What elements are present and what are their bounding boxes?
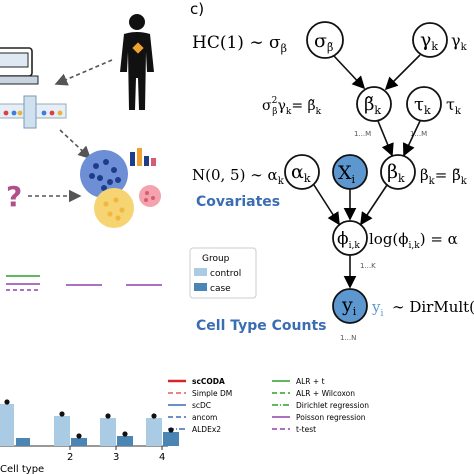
method-legend-label-1-4: t-test	[296, 425, 316, 434]
question-mark: ?	[6, 180, 22, 213]
method-legend-label-1-1: ALR + Wilcoxon	[296, 389, 355, 398]
edge-beta-tilde-to-beta	[377, 120, 394, 157]
group-case-label: case	[210, 284, 231, 294]
bar-case-4	[163, 432, 179, 446]
bar-dot-control-2	[59, 411, 65, 417]
edge-sigma-to-beta-tilde	[333, 55, 366, 90]
cell-type-bar-chart: 2 3 4	[0, 399, 179, 463]
method-legend-label-1-2: Dirichlet regression	[296, 401, 369, 410]
dashed-arrow-strip-to-clusters	[59, 129, 92, 160]
edge-alpha-to-phi	[313, 184, 340, 226]
droplet-strip-icon	[0, 95, 67, 129]
node-beta-tilde-label: β̃k	[364, 94, 381, 117]
method-legend-label-0-0: scCODA	[192, 377, 225, 386]
method-legend-label-0-3: ancom	[192, 413, 217, 422]
group-legend-title: Group	[202, 254, 230, 264]
method-legend-label-0-4: ALDEx2	[192, 425, 221, 434]
phi-formula: log(ϕi,k) = α	[369, 230, 458, 251]
y-formula-var: yi	[371, 298, 383, 319]
bar-case-3	[117, 436, 133, 446]
node-phi-label: ϕi,k	[337, 229, 360, 251]
sequencer-icon	[0, 47, 39, 85]
node-x-label: Xi	[338, 162, 356, 186]
panel-label-c: c)	[190, 0, 204, 18]
node-alpha-label: αk	[291, 161, 311, 185]
bar-control-2	[54, 416, 70, 446]
bar-case-2	[71, 438, 87, 446]
group-control-swatch	[194, 268, 207, 276]
y-distribution-formula: ∼ DirMult(	[392, 298, 474, 316]
plate-1m-b: 1...M	[410, 130, 427, 138]
method-lines-fragment	[6, 275, 162, 291]
bar-dot-control-3	[105, 413, 111, 419]
bar-control-4	[146, 418, 162, 446]
node-gamma	[412, 22, 448, 58]
node-y-counts	[332, 288, 368, 324]
person-icon	[120, 14, 154, 110]
plate-1m-a: 1...M	[354, 130, 371, 138]
method-legend-label-1-3: Poisson regression	[296, 413, 366, 422]
bar-partial-control	[0, 404, 14, 446]
cell-cluster-blue	[80, 150, 128, 198]
cell-type-counts-label: Cell Type Counts	[196, 318, 327, 334]
node-tau-label: τk	[414, 94, 431, 117]
bar-dot-control-4	[151, 413, 157, 419]
tick-label-3: 3	[113, 452, 119, 463]
group-control-label: control	[210, 269, 241, 279]
edge-tau-to-beta	[402, 120, 421, 157]
plate-1n: 1...N	[340, 334, 356, 342]
node-beta-label: βk	[387, 161, 405, 185]
tau-formula: τk	[446, 95, 462, 117]
bar-control-3	[100, 418, 116, 446]
cell-cluster-pink	[139, 185, 161, 207]
plate-1k: 1...K	[360, 262, 376, 270]
group-legend: Group control case	[189, 247, 257, 299]
tick-label-2: 2	[67, 452, 73, 463]
bar-dot-case-3	[122, 431, 128, 437]
node-gamma-label: γk	[420, 29, 438, 53]
edge-beta-to-phi	[360, 184, 388, 226]
bar-dot-case-4	[168, 427, 174, 433]
cell-cluster-yellow	[94, 188, 134, 228]
method-legend-label-1-0: ALR + t	[296, 377, 325, 386]
tick-label-4: 4	[159, 452, 165, 463]
alpha-prior-formula: N(0, 5) ∼ αk	[192, 166, 285, 187]
node-sigma-beta	[306, 21, 344, 59]
edge-gamma-to-beta-tilde	[384, 54, 421, 91]
node-beta-tilde	[356, 86, 392, 122]
method-legend-label-0-1: Simple DM	[192, 389, 232, 398]
bar-dot-partial	[4, 399, 10, 405]
node-y-label: yi	[341, 294, 357, 318]
method-legend-label-0-2: scDC	[192, 401, 211, 410]
hc-prior-formula: HC(1) ∼ σβ	[192, 33, 287, 55]
group-case-swatch	[194, 283, 207, 291]
node-beta	[380, 154, 416, 190]
bar-dot-case-2	[76, 433, 82, 439]
bar-partial-case	[16, 438, 30, 446]
node-alpha	[284, 154, 320, 190]
dashed-arrow-person-to-device	[54, 59, 113, 86]
covariates-label: Covariates	[196, 194, 280, 210]
gamma-prior-formula: γk	[451, 31, 468, 53]
bar-chart-xlabel: Cell type	[0, 464, 44, 474]
node-sigma-beta-label: σβ̃	[314, 30, 333, 54]
node-tau	[406, 86, 442, 122]
mini-bar-icon	[130, 148, 156, 166]
beta-formula: βk= β̃k	[420, 166, 468, 187]
